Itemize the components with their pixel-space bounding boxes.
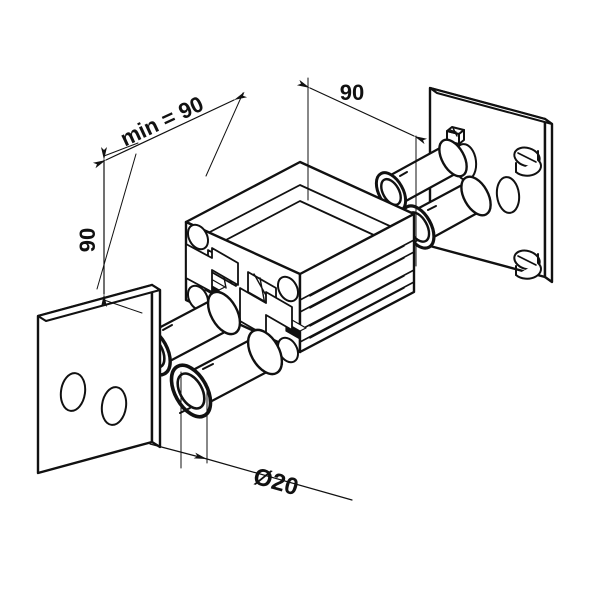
fastener-right-top [513,146,542,177]
dimension-height [101,142,143,314]
plate-rear-hole-2 [495,176,521,214]
dimension-top-width-label: 90 [340,80,364,105]
plate-front [36,283,162,475]
dimension-top-width [296,77,428,267]
dimension-bore-diameter [149,371,353,501]
fastener-top-left [446,126,465,145]
plate-rear [428,86,554,284]
dimension-height-label: 90 [75,228,100,252]
dimension-bore-diameter-label: Ø20 [250,463,301,501]
fastener-right-bottom [513,249,542,280]
plate-front-hole-2 [100,386,128,426]
plate-front-hole-1 [59,372,87,412]
dimension-min-length-label: min = 90 [116,91,207,151]
